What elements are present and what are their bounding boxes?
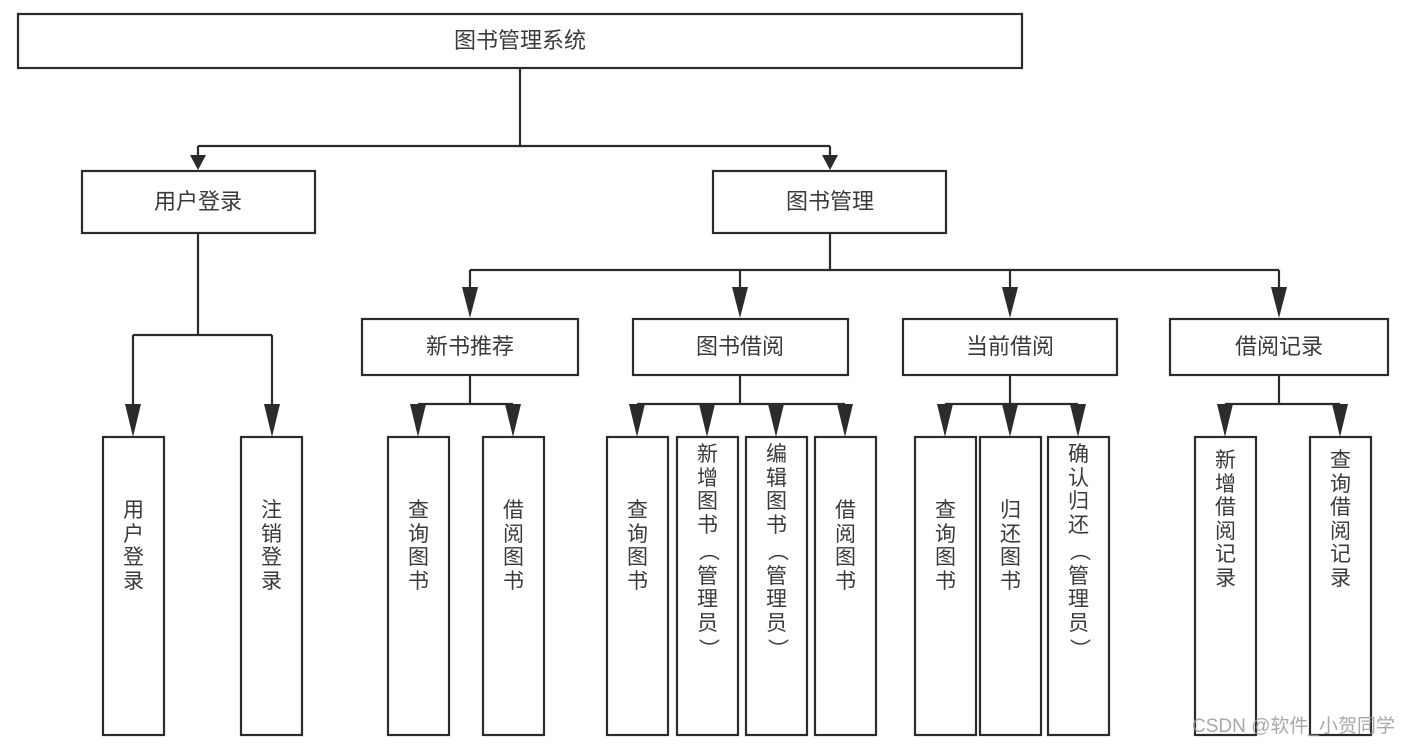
- arrow-head-borrow-record: [1271, 287, 1287, 318]
- arrow-head-leaf-user-login: [125, 404, 141, 437]
- node-book-borrow[interactable]: 图书借阅: [631, 317, 850, 377]
- node-new-book-recommend-box[interactable]: [360, 317, 580, 377]
- node-new-book-recommend-label: 新书推荐: [426, 334, 514, 359]
- node-borrow-record-label: 借阅记录: [1235, 334, 1323, 359]
- leaf-box-current-query[interactable]: [913, 435, 978, 737]
- arrow-head-currentborrow-leaf-3: [1070, 404, 1086, 437]
- arrow-head-bookborrow-leaf-2: [699, 404, 715, 437]
- arrow-head-currentborrow-leaf-2: [1002, 404, 1018, 437]
- node-book-management[interactable]: 图书管理: [711, 169, 948, 235]
- leaf-box-borrow-query[interactable]: [605, 435, 670, 737]
- node-root-label: 图书管理系统: [454, 28, 586, 53]
- node-borrow-record[interactable]: 借阅记录: [1168, 317, 1390, 377]
- node-current-borrow[interactable]: 当前借阅: [901, 317, 1119, 377]
- leaf-box-newbook-query[interactable]: [386, 435, 451, 737]
- connector-layer: [125, 68, 1348, 437]
- node-new-book-recommend[interactable]: 新书推荐: [360, 317, 580, 377]
- arrow-head-borrowrecord-leaf-2: [1332, 404, 1348, 437]
- arrow-head-book-borrow: [732, 287, 748, 318]
- leaf-box-record-add[interactable]: [1193, 435, 1258, 737]
- arrow-head-bookborrow-leaf-3: [768, 404, 784, 437]
- node-user-login-box[interactable]: [80, 169, 317, 235]
- arrow-head-newbook-leaf-2: [505, 404, 521, 437]
- leaf-box-borrow-edit[interactable]: [744, 435, 809, 737]
- arrow-head-bookborrow-leaf-1: [629, 404, 645, 437]
- leaf-box-user-login[interactable]: [101, 435, 166, 737]
- node-book-management-label: 图书管理: [786, 189, 874, 214]
- node-user-login[interactable]: 用户登录: [80, 169, 317, 235]
- arrow-head-book-mgmt: [822, 155, 838, 170]
- node-book-borrow-label: 图书借阅: [696, 334, 784, 359]
- node-user-login-label: 用户登录: [154, 189, 242, 214]
- arrow-head-newbook-leaf-1: [410, 404, 426, 437]
- arrow-head-borrowrecord-leaf-1: [1217, 404, 1233, 437]
- node-root-box[interactable]: [16, 12, 1024, 70]
- node-book-management-box[interactable]: [711, 169, 948, 235]
- arrow-head-new-book: [462, 287, 478, 318]
- leaf-box-borrow-add[interactable]: [675, 435, 740, 737]
- watermark-label: CSDN @软件_小贺同学: [1192, 716, 1395, 737]
- leaf-box-record-query[interactable]: [1308, 435, 1373, 737]
- leaf-box-current-confirm[interactable]: [1046, 435, 1111, 737]
- arrow-head-bookborrow-leaf-4: [837, 404, 853, 437]
- node-current-borrow-box[interactable]: [901, 317, 1119, 377]
- node-book-borrow-box[interactable]: [631, 317, 850, 377]
- node-root[interactable]: 图书管理系统: [16, 12, 1024, 70]
- arrow-head-current-borrow: [1002, 287, 1018, 318]
- leaf-box-current-return[interactable]: [978, 435, 1043, 737]
- node-current-borrow-label: 当前借阅: [966, 334, 1054, 359]
- leaf-box-borrow-lend[interactable]: [813, 435, 878, 737]
- leaf-box-logout[interactable]: [239, 435, 304, 737]
- leaf-box-newbook-borrow[interactable]: [481, 435, 546, 737]
- arrow-head-leaf-logout: [264, 404, 280, 437]
- node-borrow-record-box[interactable]: [1168, 317, 1390, 377]
- arrow-head-user-login: [190, 155, 206, 170]
- arrow-head-currentborrow-leaf-1: [937, 404, 953, 437]
